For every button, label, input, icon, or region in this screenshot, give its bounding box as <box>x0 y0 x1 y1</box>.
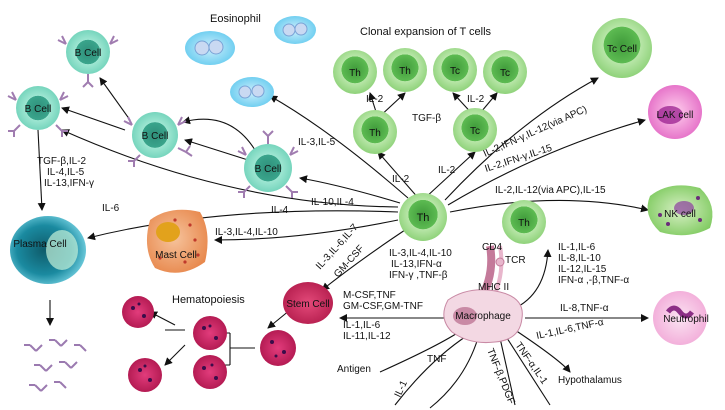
label-antigen: Antigen <box>337 364 371 375</box>
th-label: Th <box>369 128 381 139</box>
b-cell-label: B Cell <box>142 131 169 142</box>
label-cd4: CD4 <box>482 242 502 253</box>
tc-label: Tc <box>500 68 510 79</box>
b-cell-group: B Cell B Cell B Cell B Cell <box>7 30 299 198</box>
label-mac-stem-4: IL-11,IL-12 <box>343 331 391 342</box>
label-il10-il4: IL-10,IL-4 <box>311 197 354 208</box>
macrophage-cell: Macrophage <box>443 289 523 343</box>
eosinophil-label: Eosinophil <box>210 13 261 25</box>
blood-cell <box>260 330 296 366</box>
label-il4: IL-4 <box>271 205 289 216</box>
label-th-cyt-1: IL-3,IL-4,IL-10 <box>389 248 452 259</box>
b-cell-label: B Cell <box>75 48 102 59</box>
tc-cell: Tc <box>483 50 527 94</box>
antibody-receptors <box>7 35 299 198</box>
label-bcell-cyt-3: IL-13,IFN-γ <box>44 178 94 189</box>
nk-cell: NK cell <box>647 185 713 236</box>
label-il2-c: IL-2 <box>392 174 410 185</box>
b-cell: B Cell <box>16 86 60 130</box>
th-cell: Th <box>333 50 377 94</box>
label-tgfb: TGF-β <box>412 113 441 124</box>
b-cell: B Cell <box>132 112 178 158</box>
macrophage-th-label: Th <box>518 218 530 229</box>
label-il3-il5: IL-3,IL-5 <box>298 137 336 148</box>
label-bcell-cyt-1: TGF-β,IL-2 <box>37 156 87 167</box>
blood-cell <box>122 296 154 328</box>
label-mac-th-4: IFN-α ,-β,TNF-α <box>558 275 629 286</box>
nk-cell-label: NK cell <box>664 209 696 220</box>
central-th-cell: Th <box>399 193 447 241</box>
label-mast-cyt: IL-3,IL-4,IL-10 <box>215 227 278 238</box>
b-cell: B Cell <box>66 30 110 74</box>
label-tnfb-pdgf: TNF-β,PDGF <box>484 347 516 406</box>
label-il2-a: IL-2 <box>366 94 384 105</box>
label-hypo-cyt: IL-1,IL-6,TNF-α <box>535 317 605 342</box>
blood-cell <box>193 316 227 350</box>
tc-label: Tc <box>470 126 480 137</box>
th-cell: Th <box>383 48 427 92</box>
b-cell: B Cell <box>244 144 292 192</box>
label-il2-b: IL-2 <box>467 94 485 105</box>
hematopoiesis-cells <box>122 296 296 392</box>
blood-cell <box>128 358 162 392</box>
neutrophil-cell: Neutrophil <box>653 291 709 345</box>
tc-cell-large: Tc Cell <box>592 18 652 78</box>
label-mhc: MHC II <box>478 282 509 293</box>
label-mac-th-1: IL-1,IL-6 <box>558 242 596 253</box>
plasma-cell: Plasma Cell <box>10 216 86 284</box>
tc-cell: Tc <box>433 48 477 92</box>
mast-cell: Mast Cell <box>146 209 208 273</box>
label-bcell-cyt-2: IL-4,IL-5 <box>47 167 85 178</box>
central-th-label: Th <box>417 212 430 224</box>
stem-cell-label: Stem Cell <box>286 299 329 310</box>
th-cell: Th <box>353 110 397 154</box>
label-mac-th-2: IL-8,IL-10 <box>558 253 601 264</box>
label-th-cyt-3: IFN-γ ,TNF-β <box>389 270 448 281</box>
th-label: Th <box>349 68 361 79</box>
macrophage-th-cell: Th <box>502 200 546 244</box>
th-label: Th <box>399 66 411 77</box>
macrophage-label: Macrophage <box>455 311 511 322</box>
tc-cell-label: Tc Cell <box>607 44 637 55</box>
label-tnf: TNF <box>427 354 446 365</box>
tc-label: Tc <box>450 66 460 77</box>
label-mac-stem-3: IL-1,IL-6 <box>343 320 381 331</box>
tc-cell: Tc <box>453 108 497 152</box>
antibodies <box>24 339 87 392</box>
plasma-cell-label: Plasma Cell <box>13 239 66 250</box>
label-th-cyt-2: IL-13,IFN-α <box>391 259 442 270</box>
label-mac-stem-2: GM-CSF,GM-TNF <box>343 301 423 312</box>
label-tnfa-il1: TNF-α,IL-1 <box>513 340 550 386</box>
clonal-expansion-title: Clonal expansion of T cells <box>360 26 492 38</box>
label-tcr: TCR <box>505 255 526 266</box>
hematopoiesis-title: Hematopoiesis <box>172 294 245 306</box>
b-cell-label: B Cell <box>255 164 282 175</box>
lak-cell-label: LAK cell <box>657 110 694 121</box>
cytokine-labels: IL-2 TGF-β IL-2 IL-2 IL-2 IL-3,IL-5 TGF-… <box>37 94 629 406</box>
b-cell-label: B Cell <box>25 104 52 115</box>
stem-cell: Stem Cell <box>283 282 333 324</box>
label-hypothalamus: Hypothalamus <box>558 375 622 386</box>
mast-cell-label: Mast Cell <box>155 250 197 261</box>
plasma-cell-text: Plasma Cell <box>13 239 66 250</box>
label-nk-cyt: IL-2,IL-12(via APC),IL-15 <box>495 185 606 196</box>
neutrophil-label: Neutrophil <box>663 314 709 325</box>
label-neutro-cyt: IL-8,TNF-α <box>560 303 609 314</box>
eosinophil-group: Eosinophil <box>185 13 316 107</box>
label-il6: IL-6 <box>102 203 120 214</box>
blood-cell <box>193 355 227 389</box>
lak-cell: LAK cell <box>648 85 702 139</box>
clonal-expansion-cells: Th Th Tc Tc Th Tc <box>333 48 527 154</box>
label-mac-stem-1: M-CSF,TNF <box>343 290 396 301</box>
label-il2-d: IL-2 <box>438 165 456 176</box>
label-mac-th-3: IL-12,IL-15 <box>558 264 607 275</box>
